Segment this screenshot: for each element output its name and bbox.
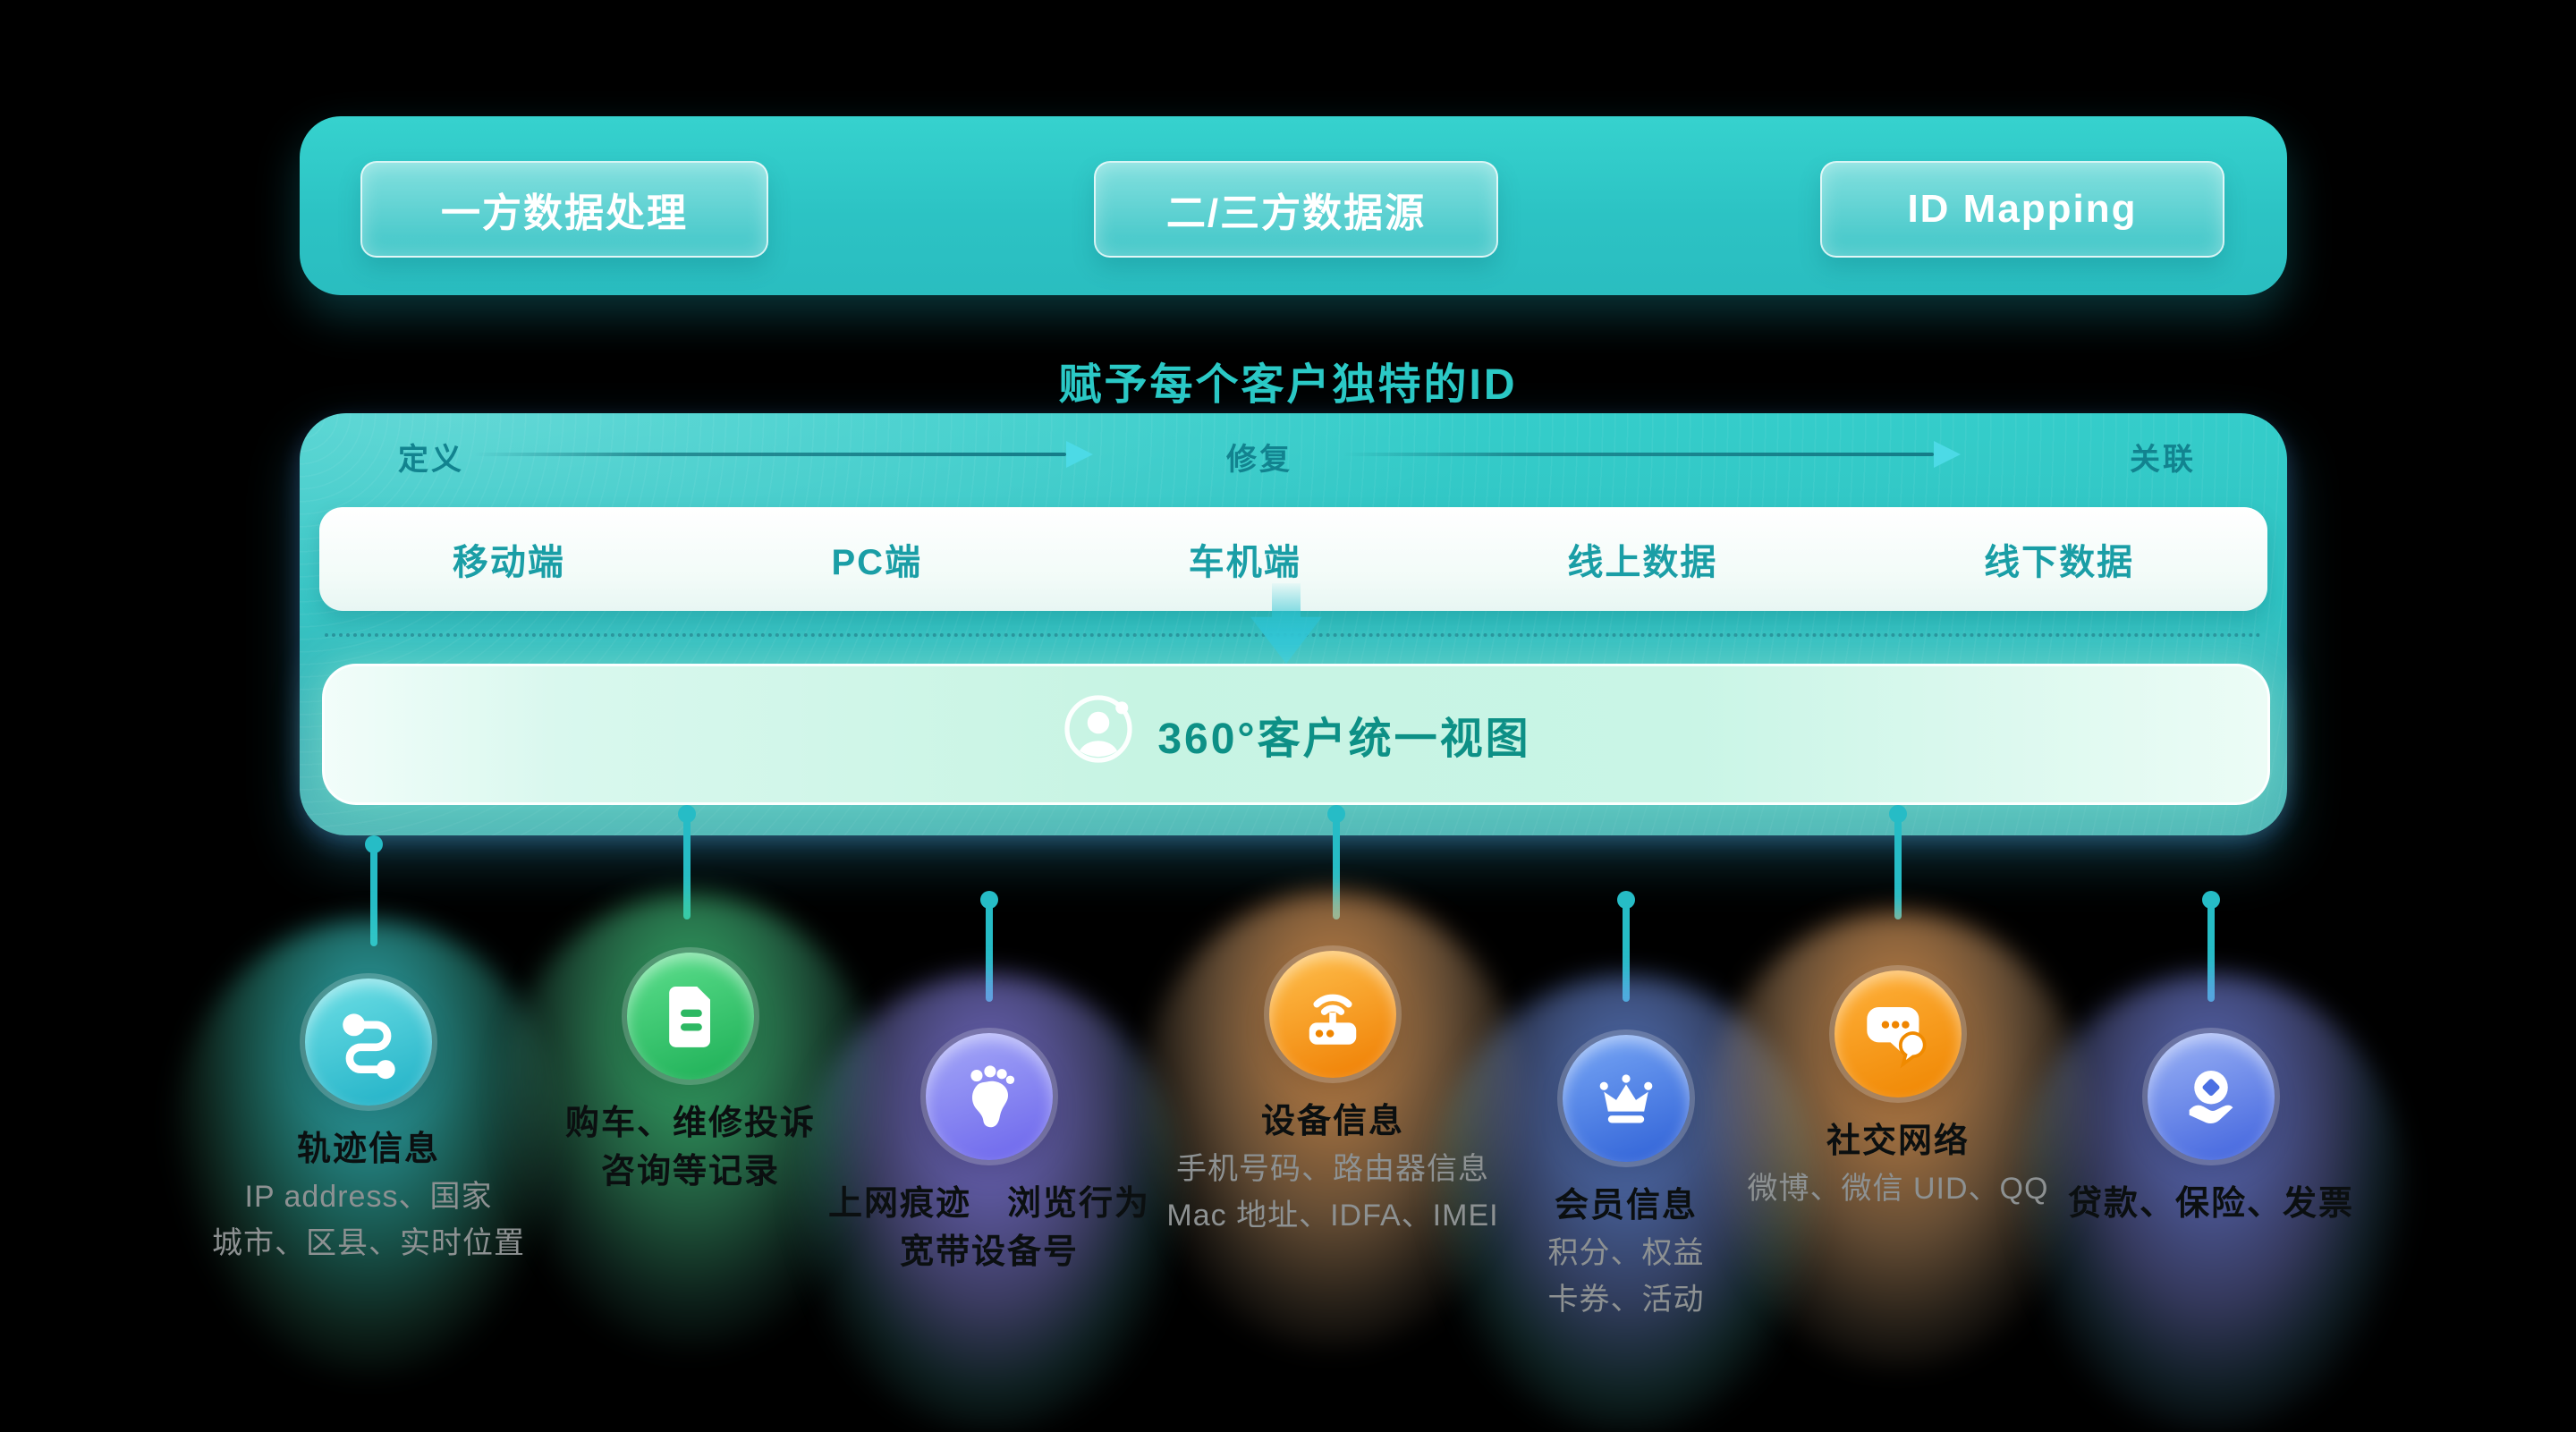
source-label: 购车、维修投诉 (564, 1105, 816, 1142)
source-label: 咨询等记录 (600, 1153, 780, 1191)
step-label-repair: 修复 (1226, 443, 1292, 477)
first-party-data-button: 一方数据处理 (360, 161, 768, 258)
channel-item-offline: 线下数据 (1984, 543, 2135, 582)
footprint-icon (926, 1033, 1053, 1160)
user-avatar-icon (1061, 691, 1136, 777)
source-group-membership: 会员信息 积分、权益 卡券、活动 (1429, 976, 1823, 1432)
connector-line (1889, 805, 1907, 919)
connector-line (365, 835, 383, 946)
connector-line (1327, 805, 1345, 919)
source-detail: 手机号码、路由器信息 (1176, 1152, 1489, 1186)
source-title: 社交网络 (1826, 1123, 1970, 1160)
source-label: 贷款、保险、发票 (2067, 1185, 2354, 1223)
source-detail: Mac 地址、IDFA、IMEI (1166, 1199, 1499, 1233)
flow-arrow-icon (474, 441, 1093, 468)
headline: 赋予每个客户独特的ID (1058, 361, 1518, 409)
source-group-trajectory: 轨迹信息 IP address、国家 城市、区县、实时位置 (172, 919, 565, 1376)
connector-line (1617, 891, 1635, 1002)
id-mapping-button: ID Mapping (1820, 161, 2224, 258)
source-detail: 微博、微信 UID、QQ (1747, 1172, 2049, 1206)
flow-arrow-icon (1343, 441, 1961, 468)
source-detail: 积分、权益 (1547, 1236, 1705, 1270)
source-detail: IP address、国家 (244, 1180, 493, 1214)
unified-view-label: 360°客户统一视图 (1157, 716, 1531, 763)
connector-line (678, 805, 696, 919)
source-label: 上网痕迹 浏览行为 (827, 1185, 1150, 1223)
source-title: 轨迹信息 (296, 1131, 440, 1168)
source-group-finance: 贷款、保险、发票 (2014, 974, 2408, 1430)
channel-item-pc: PC端 (831, 543, 923, 582)
chat-icon (1835, 970, 1962, 1097)
channel-item-mobile: 移动端 (452, 543, 565, 582)
top-data-bar: 一方数据处理 二/三方数据源 ID Mapping (300, 116, 2287, 295)
source-title: 会员信息 (1554, 1187, 1698, 1224)
source-group-web-traces: 上网痕迹 浏览行为 宽带设备号 (792, 974, 1186, 1430)
router-icon (1269, 951, 1396, 1078)
source-title: 设备信息 (1260, 1103, 1404, 1140)
unified-view-bar: 360°客户统一视图 (322, 664, 2270, 805)
finance-icon (2148, 1033, 2275, 1160)
channel-item-online: 线上数据 (1567, 543, 1718, 582)
step-label-associate: 关联 (2130, 443, 2196, 477)
connector-line (2202, 891, 2220, 1002)
crown-icon (1563, 1035, 1690, 1162)
channel-item-car: 车机端 (1188, 543, 1301, 582)
source-detail: 卡券、活动 (1547, 1283, 1705, 1317)
source-label: 宽带设备号 (899, 1233, 1079, 1271)
second-third-party-data-button: 二/三方数据源 (1094, 161, 1498, 258)
connector-line (980, 891, 998, 1002)
route-icon (305, 979, 432, 1106)
document-icon (627, 953, 754, 1080)
source-detail: 城市、区县、实时位置 (212, 1226, 525, 1260)
step-label-define: 定义 (398, 443, 464, 477)
